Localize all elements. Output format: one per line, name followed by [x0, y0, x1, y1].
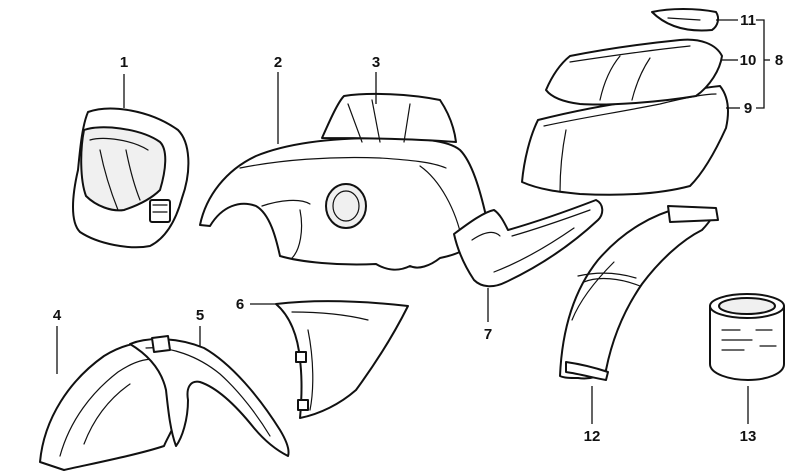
callout-5: 5	[196, 307, 204, 324]
part-6-side-panel	[275, 300, 409, 419]
part-12-rear-mudguard	[559, 205, 719, 381]
part-9-seat-base	[521, 85, 729, 196]
part-7-side-cover	[453, 199, 604, 288]
part-10-seat-pad	[545, 38, 723, 106]
callout-13: 13	[740, 428, 757, 445]
callout-labels: 1 2 3 4 5 6 7 8 9 10 11 12 13	[53, 12, 783, 445]
part-3-windscreen	[321, 92, 457, 143]
part-13-paint-can	[709, 293, 785, 381]
part-1-headlight-shell	[72, 107, 190, 249]
leader-lines	[56, 19, 770, 424]
part-11-seat-trim	[651, 8, 720, 32]
leader-8-bracket	[756, 19, 765, 109]
callout-3: 3	[372, 54, 380, 71]
callout-8: 8	[775, 52, 783, 69]
callout-4: 4	[53, 307, 62, 324]
callout-10: 10	[740, 52, 757, 69]
callout-11: 11	[740, 12, 756, 29]
callout-1: 1	[120, 54, 128, 71]
callout-7: 7	[484, 326, 492, 343]
callout-9: 9	[744, 100, 752, 117]
part-5-front-fender	[129, 335, 290, 457]
callout-2: 2	[274, 54, 282, 71]
callout-12: 12	[584, 428, 601, 445]
part-2-main-body-cover	[199, 137, 488, 271]
callout-6: 6	[236, 296, 244, 313]
